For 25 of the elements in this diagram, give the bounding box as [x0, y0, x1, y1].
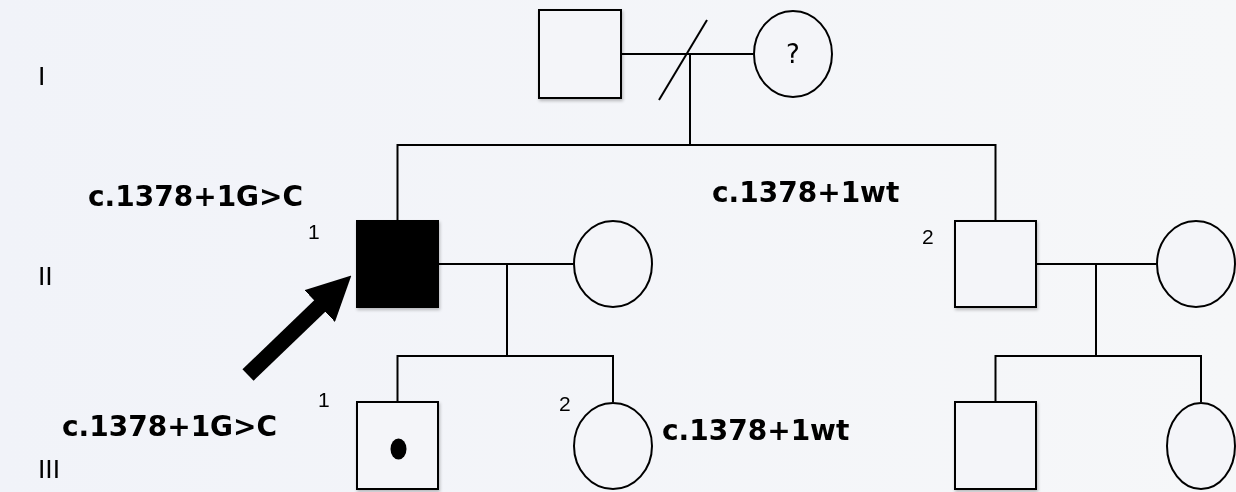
affected-male-square [356, 220, 439, 308]
descent-line [438, 263, 614, 403]
male-square [954, 220, 1037, 308]
individual-number: 1 [308, 220, 320, 244]
descent-line [1036, 263, 1202, 403]
female-circle [573, 220, 653, 308]
individual-number: 2 [559, 392, 571, 416]
individual-number: 2 [922, 225, 934, 249]
generation-label: III [38, 455, 61, 484]
male-square [954, 401, 1037, 490]
variant-label: c.1378+1G>C [62, 410, 278, 443]
male-square [356, 401, 439, 490]
variant-label: c.1378+1wt [712, 176, 900, 209]
unknown-mark: ? [786, 39, 800, 69]
generation-label: I [38, 62, 46, 91]
variant-label: c.1378+1G>C [88, 180, 304, 213]
female-circle [573, 402, 653, 490]
variant-label: c.1378+1wt [662, 414, 850, 447]
female-circle [1156, 220, 1236, 308]
individual-number: 1 [318, 388, 330, 412]
female-circle [1166, 402, 1236, 490]
generation-label: II [38, 262, 53, 291]
male-square [538, 9, 622, 99]
female-circle [753, 10, 833, 98]
proband-arrow [242, 275, 352, 381]
